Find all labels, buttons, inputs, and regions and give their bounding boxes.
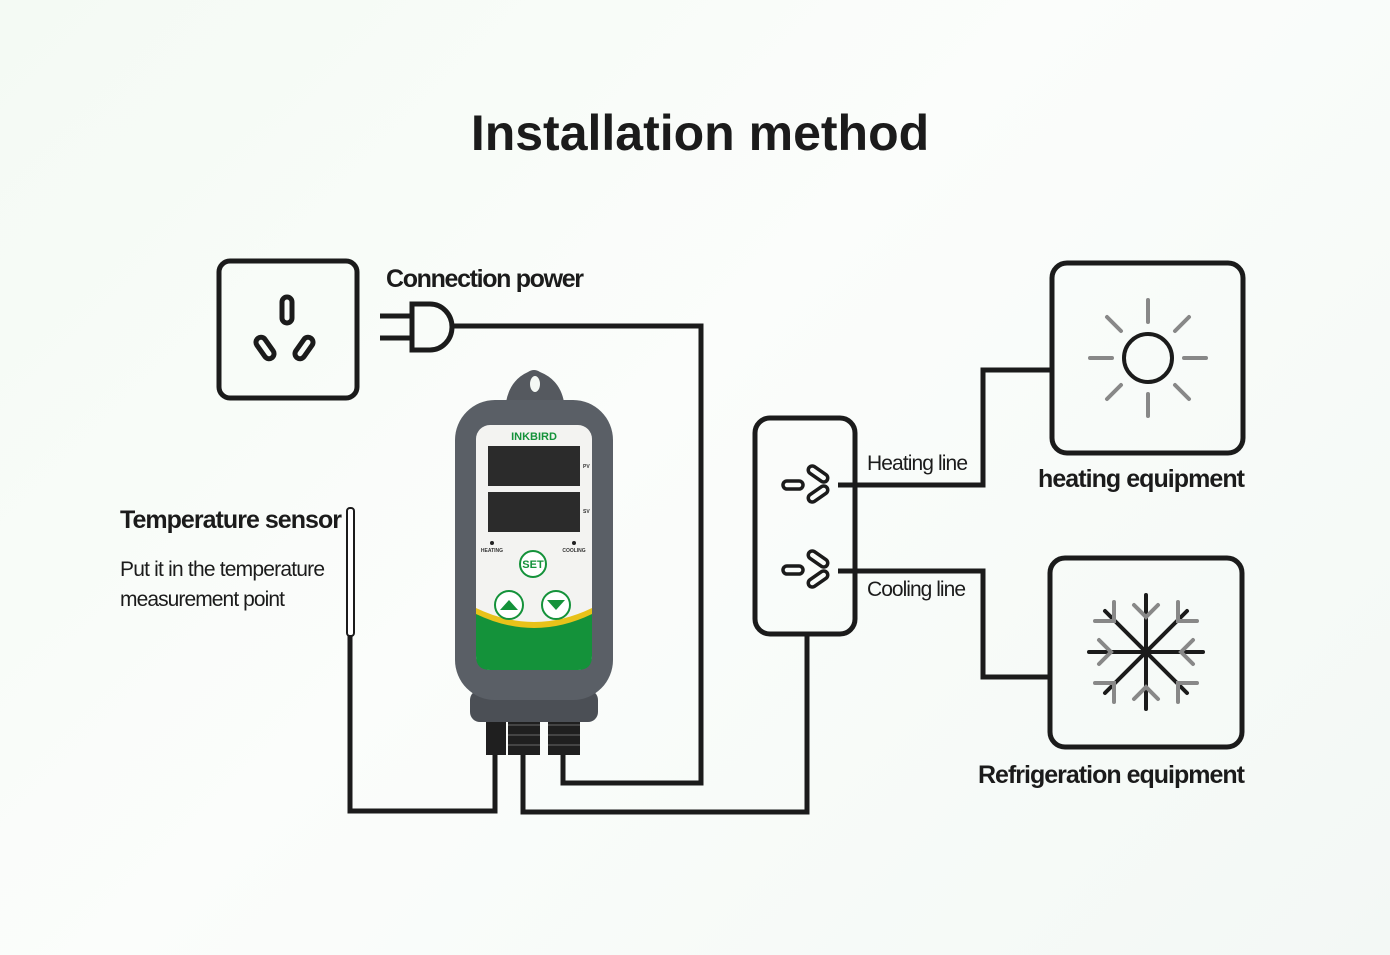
set-button: SET bbox=[522, 559, 544, 571]
heating-indicator-label: HEATING bbox=[481, 548, 503, 554]
power-plug-icon bbox=[380, 301, 455, 353]
temperature-probe-icon bbox=[346, 507, 355, 637]
output-socket-icon bbox=[752, 415, 858, 637]
sun-icon bbox=[1049, 260, 1246, 456]
outlet-wire bbox=[520, 636, 810, 815]
pv-label: PV bbox=[583, 464, 590, 470]
page-title: Installation method bbox=[471, 105, 929, 161]
device-brand: INKBIRD bbox=[511, 431, 557, 443]
power-wire bbox=[452, 323, 704, 786]
inkbird-controller: INKBIRD PV SV HEATING COOLING SET bbox=[455, 370, 613, 755]
wall-socket-icon bbox=[216, 258, 360, 401]
heating-equipment-label: heating equipment bbox=[1038, 465, 1246, 493]
heating-line-label: Heating line bbox=[867, 452, 968, 475]
sensor-wire bbox=[347, 635, 498, 814]
sensor-desc-line2: measurement point bbox=[120, 588, 285, 611]
down-button bbox=[541, 590, 571, 620]
pv-display bbox=[488, 446, 580, 486]
sensor-desc-line1: Put it in the temperature bbox=[120, 558, 325, 581]
sv-display bbox=[488, 492, 580, 532]
up-button bbox=[494, 590, 524, 620]
sv-label: SV bbox=[583, 509, 590, 515]
heating-wire bbox=[838, 367, 1052, 488]
cooling-wire bbox=[838, 568, 1050, 680]
cooling-indicator-label: COOLING bbox=[562, 548, 585, 554]
connection-power-label: Connection power bbox=[386, 265, 584, 293]
refrigeration-equipment-label: Refrigeration equipment bbox=[978, 761, 1246, 789]
cooling-line-label: Cooling line bbox=[867, 578, 966, 601]
snowflake-icon bbox=[1047, 555, 1245, 750]
temperature-sensor-label: Temperature sensor bbox=[120, 506, 342, 534]
